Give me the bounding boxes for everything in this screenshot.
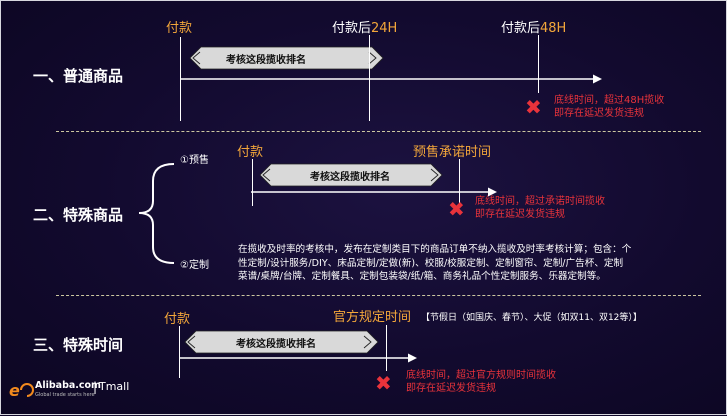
- range-box-1: [189, 46, 384, 70]
- range-box-3-right-arrow: [363, 335, 372, 349]
- custom-label: ②定制: [180, 260, 209, 271]
- official-time-label: 官方规定时间: [333, 310, 412, 325]
- custom-description: 在揽收及时率的考核中，发布在定制类目下的商品订单不纳入揽收及时率考核计算；包含：…: [238, 243, 713, 284]
- divider-1: [56, 131, 701, 132]
- range-box-2: [259, 163, 443, 187]
- deadline-note-3: 底线时间，超过官方规则时间揽收 即存在延迟发货违规: [406, 369, 556, 395]
- range-box-2-right-arrow: [430, 168, 439, 182]
- brand-separator: |: [93, 380, 98, 394]
- section-title-normal: 一、普通商品: [33, 67, 124, 85]
- deadline-note-2-line1: 底线时间，超过承诺时间揽收: [475, 196, 605, 207]
- 24h-marker-line: [369, 35, 370, 121]
- deadline-note-2: 底线时间，超过承诺时间揽收 即存在延迟发货违规: [475, 195, 605, 221]
- range-box-2-left-arrow: [262, 168, 271, 182]
- pay-marker-line-1: [180, 37, 181, 121]
- after-48h-prefix: 付款后: [501, 21, 541, 36]
- official-marker-line: [386, 325, 387, 371]
- after-24h-label: 付款后24H: [332, 17, 397, 36]
- tmall-wordmark: Tmall: [99, 380, 130, 393]
- pay-marker-line-3: [179, 326, 180, 378]
- alibaba-tagline: Global trade starts here: [35, 392, 95, 398]
- deadline-note-3-line1: 底线时间，超过官方规则时间揽收: [406, 370, 556, 381]
- section-title-special-goods: 二、特殊商品: [33, 206, 124, 224]
- pay-marker-line-2: [252, 159, 253, 206]
- pay-label-3: 付款: [164, 312, 191, 327]
- deadline-cross-2: ✖: [448, 197, 465, 221]
- range-box-1-left-arrow: [192, 51, 201, 65]
- pay-label-2: 付款: [237, 145, 264, 160]
- timeline-arrowhead-1: [593, 74, 602, 84]
- custom-description-line3: 菜谱/桌牌/台牌、定制餐具、定制包装袋/纸/箱、商务礼品个性定制服务、乐器定制等…: [238, 271, 606, 282]
- range-box-1-label: 考核这段揽收排名: [226, 55, 306, 66]
- holiday-note: 【节假日（如国庆、春节）、大促（如双11、双12等）】: [421, 313, 642, 323]
- deadline-note-2-line2: 即存在延迟发货违规: [475, 209, 565, 220]
- deadline-note-1-line2: 即存在延迟发货违规: [554, 108, 644, 119]
- after-24h-prefix: 付款后: [332, 21, 372, 36]
- deadline-note-1: 底线时间，超过48H揽收 即存在延迟发货违规: [554, 94, 664, 120]
- presale-label: ①预售: [180, 155, 209, 166]
- promise-marker-line: [459, 159, 460, 206]
- section-title-special-time: 三、特殊时间: [33, 336, 124, 354]
- range-box-2-label: 考核这段揽收排名: [310, 172, 390, 183]
- 48h-marker-line: [538, 35, 539, 93]
- alibaba-wordmark: Alibaba.com: [35, 380, 101, 391]
- deadline-cross-3: ✖: [375, 371, 392, 395]
- after-48h-hours: 48H: [540, 21, 567, 36]
- alibaba-logo-letter: e: [9, 381, 20, 400]
- custom-description-line1: 在揽收及时率的考核中，发布在定制类目下的商品订单不纳入揽收及时率考核计算；包含：…: [238, 244, 632, 255]
- custom-description-line2: 性定制/设计服务/DIY、床品定制/定做(新)、校服/校服定制、定制窗帘、定制/…: [238, 257, 624, 269]
- timeline-arrowhead-3: [408, 353, 417, 363]
- after-24h-hours: 24H: [371, 21, 398, 36]
- range-box-3-left-arrow: [187, 335, 196, 349]
- promise-time-label: 预售承诺时间: [413, 145, 492, 160]
- pay-label-1: 付款: [166, 21, 193, 36]
- range-box-3-label: 考核这段揽收排名: [236, 339, 316, 350]
- deadline-note-1-line1: 底线时间，超过48H揽收: [554, 95, 665, 106]
- deadline-cross-1: ✖: [525, 95, 542, 119]
- after-48h-label: 付款后48H: [501, 17, 566, 36]
- alibaba-logo-mark: [20, 383, 34, 397]
- divider-2: [56, 295, 701, 296]
- range-box-1-right-arrow: [368, 51, 377, 65]
- deadline-note-3-line2: 即存在延迟发货违规: [406, 383, 496, 394]
- brace: [138, 163, 175, 264]
- timeline-arrowhead-2: [488, 187, 497, 197]
- range-box-3: [184, 330, 379, 354]
